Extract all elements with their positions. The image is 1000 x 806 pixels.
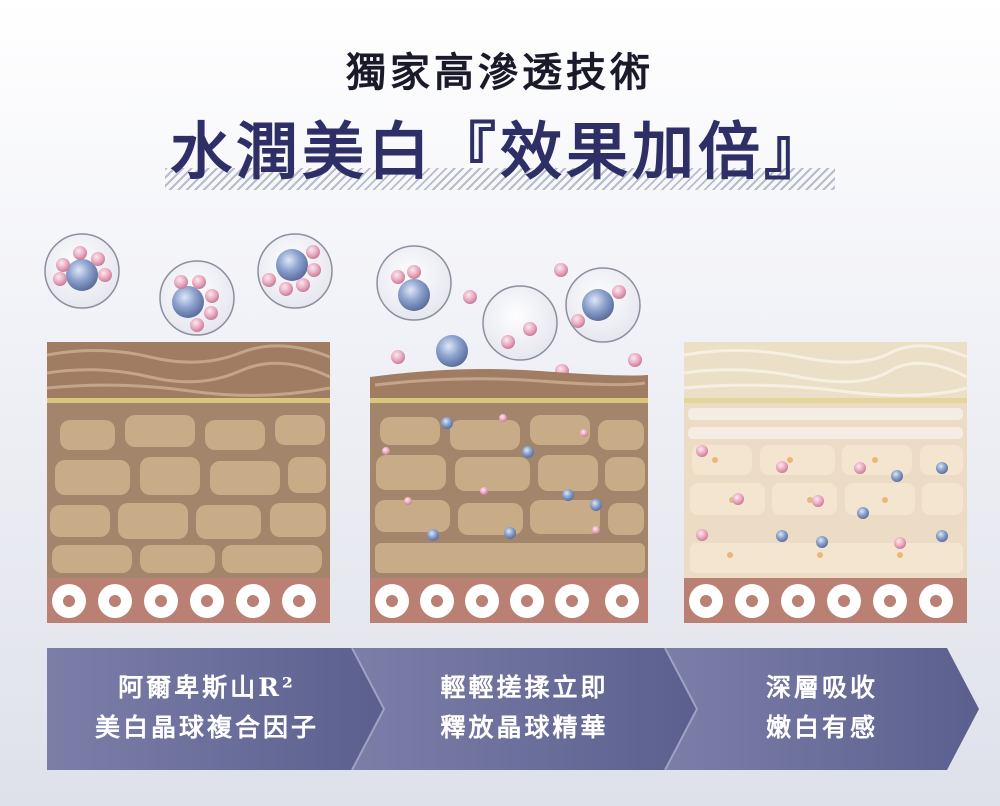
step-3-line2: 嫩白有感: [765, 713, 878, 742]
step-arrow-1: [47, 648, 384, 770]
steps-bar: 阿爾卑斯山R² 美白晶球複合因子 輕輕搓揉立即 釋放晶球精華 深層吸收 嫩白有感: [47, 648, 979, 770]
step-arrow-3: [665, 648, 979, 770]
step-1-line2: 美白晶球複合因子: [94, 713, 319, 742]
step-2-line1: 輕輕搓揉立即: [440, 673, 609, 702]
step-arrow-2: [352, 648, 697, 770]
crystal-ball-group: [44, 233, 333, 336]
skin-panel-1: [44, 233, 333, 623]
step-caption-3: 深層吸收 嫩白有感: [707, 668, 937, 748]
skin-layers: [46, 342, 331, 623]
skin-panel-3: [683, 342, 968, 623]
step-caption-1: 阿爾卑斯山R² 美白晶球複合因子: [67, 668, 347, 748]
step-3-line1: 深層吸收: [765, 673, 878, 702]
title-block: 水潤美白『效果加倍』: [165, 112, 835, 192]
skin-panel-2: [370, 245, 648, 623]
step-1-line1: 阿爾卑斯山R²: [118, 673, 296, 702]
subtitle: 獨家高滲透技術: [346, 49, 654, 96]
title-hatch-underline: [165, 168, 835, 190]
skin-layers: [370, 369, 648, 623]
skin-layers: [683, 342, 968, 623]
step-caption-2: 輕輕搓揉立即 釋放晶球精華: [392, 668, 657, 748]
crystal-ball-group: [376, 245, 642, 388]
steps-arrows: [47, 648, 979, 770]
step-2-line2: 釋放晶球精華: [440, 713, 609, 742]
main-title: 水潤美白『效果加倍』: [169, 115, 830, 188]
